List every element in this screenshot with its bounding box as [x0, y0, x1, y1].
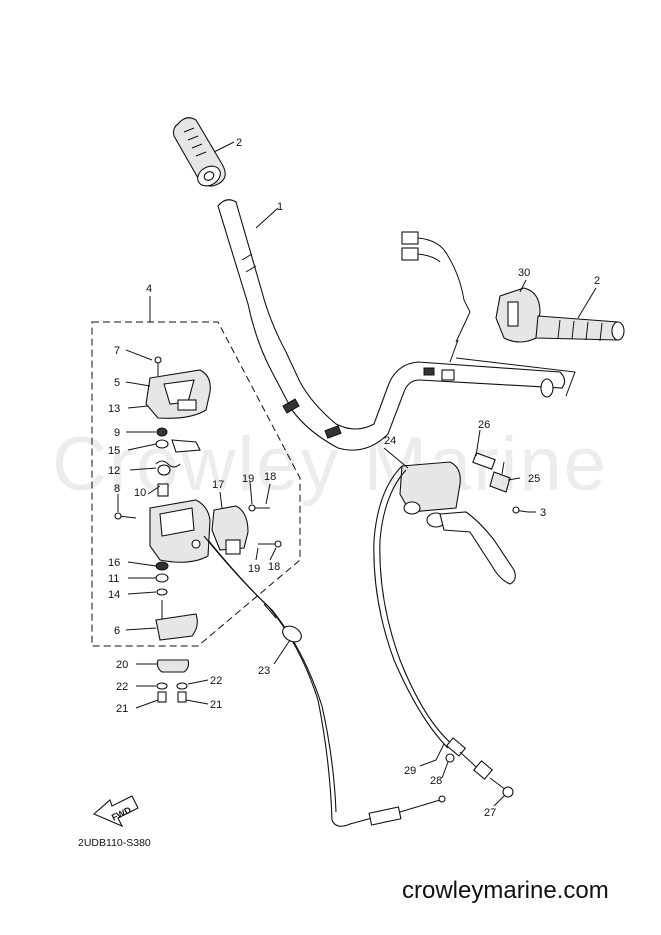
- callout-21: 21: [210, 699, 222, 711]
- callout-2: 2: [594, 275, 600, 287]
- throttle-cable-23[interactable]: [203, 535, 373, 827]
- callout-6: 6: [114, 625, 120, 637]
- callout-labels: 2 1 4 30 2 7 5 13 9 15 12 8 10 17 19 18 …: [108, 137, 600, 819]
- handlebar[interactable]: [217, 199, 576, 451]
- callout-26: 26: [478, 419, 490, 431]
- callout-17: 17: [212, 479, 224, 491]
- switch-assembly-boundary: [91, 321, 301, 647]
- switch-parts-9-15[interactable]: [155, 427, 201, 453]
- callout-12: 12: [108, 465, 120, 477]
- right-grip[interactable]: [535, 315, 625, 342]
- callout-23: 23: [258, 665, 270, 677]
- callout-25: 25: [528, 473, 540, 485]
- callout-24: 24: [384, 435, 396, 447]
- leader-lines: [117, 141, 597, 807]
- switch-17[interactable]: [211, 505, 249, 555]
- brake-cable-end: [435, 737, 514, 798]
- callout-3: 3: [540, 507, 546, 519]
- brake-cable-24[interactable]: [373, 465, 449, 749]
- screw-3[interactable]: [512, 506, 529, 514]
- callout-20: 20: [116, 659, 128, 671]
- throttle-housing[interactable]: [495, 287, 541, 343]
- callout-13: 13: [108, 403, 120, 415]
- diagram-code: 2UDB110-S380: [78, 837, 151, 849]
- left-grip[interactable]: [172, 117, 226, 190]
- callout-9: 9: [114, 427, 120, 439]
- callout-29: 29: [404, 765, 416, 777]
- callout-19: 19: [242, 473, 254, 485]
- throttle-wire-connector: [401, 231, 471, 313]
- lever-6[interactable]: [155, 600, 198, 641]
- knob-10[interactable]: [157, 483, 169, 497]
- callout-5: 5: [114, 377, 120, 389]
- callout-22: 22: [116, 681, 128, 693]
- screw-7[interactable]: [154, 356, 162, 376]
- callout-8: 8: [114, 483, 120, 495]
- callout-30: 30: [518, 267, 530, 279]
- callout-15: 15: [108, 445, 120, 457]
- switch-parts-16-11-14[interactable]: [155, 561, 169, 596]
- callout-10: 10: [134, 487, 146, 499]
- site-url[interactable]: crowleymarine.com: [402, 877, 609, 904]
- callout-19: 19: [248, 563, 260, 575]
- callout-27: 27: [484, 807, 496, 819]
- throttle-cable-end: [263, 603, 446, 826]
- brake-lever[interactable]: [439, 511, 516, 585]
- screws-18-19[interactable]: [248, 504, 282, 548]
- spring-12[interactable]: [155, 460, 181, 476]
- callout-2: 2: [236, 137, 242, 149]
- callout-1: 1: [277, 201, 283, 213]
- callout-7: 7: [114, 345, 120, 357]
- brake-switch-26[interactable]: [472, 452, 496, 470]
- callout-18: 18: [268, 561, 280, 573]
- switch-upper-case[interactable]: [145, 369, 211, 419]
- callout-11: 11: [108, 573, 119, 585]
- callout-14: 14: [108, 589, 120, 601]
- screw-8[interactable]: [114, 512, 137, 520]
- callout-22: 22: [210, 675, 222, 687]
- clamp-20[interactable]: [156, 659, 190, 673]
- callout-21: 21: [116, 703, 128, 715]
- brake-switch-25[interactable]: [489, 461, 511, 493]
- switch-lower-case[interactable]: [149, 499, 211, 563]
- fwd-arrow-icon: FWD: [92, 795, 139, 828]
- callout-28: 28: [430, 775, 442, 787]
- callout-18: 18: [264, 471, 276, 483]
- callout-16: 16: [108, 557, 120, 569]
- callout-4: 4: [146, 283, 152, 295]
- brake-master-cylinder[interactable]: [399, 461, 461, 528]
- bolts-21-22[interactable]: [156, 682, 188, 703]
